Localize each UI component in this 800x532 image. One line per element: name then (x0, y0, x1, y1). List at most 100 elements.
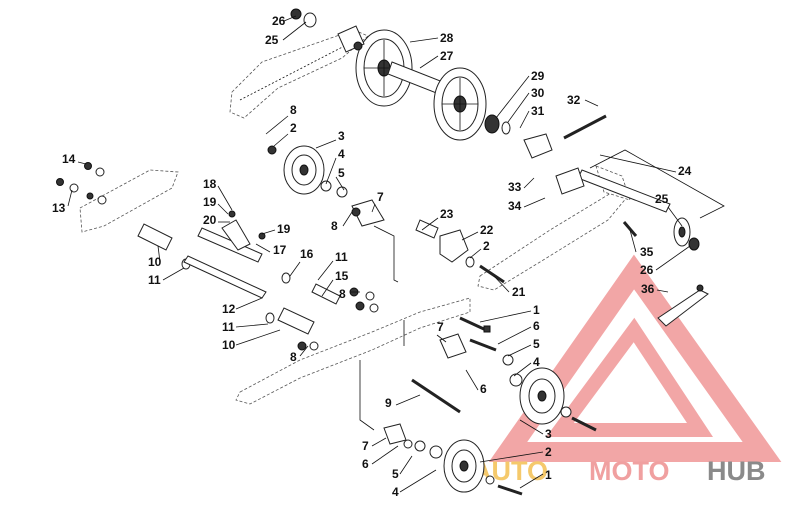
callout-number: 19 (277, 222, 291, 236)
callout-number: 1 (533, 303, 540, 317)
callout-number: 26 (640, 263, 654, 277)
guide-lines (359, 225, 405, 431)
callout-leader-c18 (217, 185, 233, 211)
callout-leader-c17 (255, 243, 271, 253)
callout-number: 25 (655, 192, 669, 206)
callout-leader-c35 (629, 229, 637, 253)
callout-leader-c6a (497, 326, 532, 345)
callout-number: 6 (480, 382, 487, 396)
bearing-29-30-31 (484, 114, 553, 159)
tube-10-upper (137, 223, 173, 251)
upper-rear-rail (229, 29, 369, 119)
callout-leader-c10b (235, 329, 281, 346)
arm-assembly-18 (197, 210, 266, 263)
callout-number: 8 (290, 350, 297, 364)
sprocket-25 (673, 217, 691, 247)
callout-leader-c32 (584, 99, 599, 107)
shaft-12 (183, 255, 267, 299)
long-bolt-9 (411, 378, 461, 414)
callout-number: 32 (567, 93, 581, 107)
callout-leader-c5c (399, 455, 413, 475)
bolt-1-right (459, 316, 491, 333)
callout-number: 13 (52, 201, 66, 215)
callout-number: 30 (531, 86, 545, 100)
callout-number: 4 (338, 147, 345, 161)
callout-number: 5 (533, 337, 540, 351)
callout-number: 25 (265, 33, 279, 47)
watermark-triangle (488, 254, 782, 462)
callout-leader-c11c (235, 323, 269, 328)
callout-leader-c11a (317, 260, 334, 281)
callout-number: 26 (272, 14, 286, 28)
callout-number: 35 (640, 245, 654, 259)
callout-number: 11 (222, 320, 235, 334)
callout-number: 15 (335, 269, 349, 283)
callout-number: 34 (508, 199, 522, 213)
bracket-7-mid (439, 333, 467, 359)
callout-leader-c12 (235, 297, 263, 310)
callout-leader-c5a (335, 176, 345, 191)
callout-leader-c8b (342, 211, 353, 227)
callout-number: 10 (222, 338, 236, 352)
upper-bracket (337, 25, 365, 53)
callout-number: 2 (545, 445, 552, 459)
callout-leader-c2b (469, 248, 482, 259)
callout-number: 2 (290, 121, 297, 135)
callout-leader-c3b (519, 419, 544, 435)
callout-number: 5 (338, 166, 345, 180)
callout-leader-c13 (67, 189, 73, 207)
callout-number: 11 (148, 273, 161, 287)
callout-number: 36 (641, 282, 655, 296)
callout-number: 24 (678, 164, 692, 178)
rear-lower-wheel (502, 354, 565, 425)
callout-number: 10 (148, 255, 162, 269)
callout-leader-c7b (436, 334, 447, 343)
callout-number: 33 (508, 180, 522, 194)
bracket-36 (657, 284, 709, 327)
callout-leader-c24 (599, 154, 677, 173)
callout-number: 4 (392, 485, 399, 499)
callout-leader-c7c (371, 437, 387, 447)
callout-number: 16 (300, 247, 314, 261)
callout-number: 18 (203, 177, 217, 191)
watermark-moto: MOTO (589, 456, 670, 486)
callout-leader-c9 (395, 394, 421, 406)
nuts-14-13 (56, 162, 107, 205)
callout-number: 20 (203, 213, 217, 227)
callout-leader-c25b (667, 206, 683, 227)
upper-idler-wheel-27 (433, 67, 487, 141)
callout-number: 8 (290, 103, 297, 117)
bracket-7-upper (351, 199, 385, 227)
callout-leader-c27 (419, 55, 439, 69)
callout-leader-c4c (399, 469, 437, 493)
callout-number: 31 (531, 104, 545, 118)
callout-number: 1 (545, 468, 552, 482)
watermark-hub: HUB (707, 456, 766, 486)
callout-leader-c14 (77, 161, 87, 165)
callout-leader-c16 (289, 261, 301, 277)
callout-number: 9 (385, 396, 392, 410)
tube-15 (311, 283, 341, 305)
washer-2-right (465, 256, 475, 268)
callout-leader-c23 (421, 217, 439, 231)
bolt-6-right (469, 338, 497, 352)
callout-leader-c30 (507, 92, 530, 123)
callout-leader-c34 (523, 197, 546, 208)
callout-number: 2 (483, 239, 490, 253)
callout-number: 7 (437, 320, 444, 334)
callout-number: 22 (480, 223, 494, 237)
callout-number: 27 (440, 49, 454, 63)
callout-number: 7 (362, 439, 369, 453)
callout-leader-c15 (321, 279, 334, 297)
callout-number: 3 (545, 427, 552, 441)
callout-number: 8 (331, 219, 338, 233)
callout-leader-c8d (299, 345, 309, 357)
callout-number: 28 (440, 31, 454, 45)
left-rail-segment (79, 169, 179, 233)
block-22 (439, 229, 469, 263)
callout-leader-c29 (495, 75, 530, 119)
callout-number: 11 (335, 250, 348, 264)
watermark-triangle-inner (546, 317, 714, 437)
